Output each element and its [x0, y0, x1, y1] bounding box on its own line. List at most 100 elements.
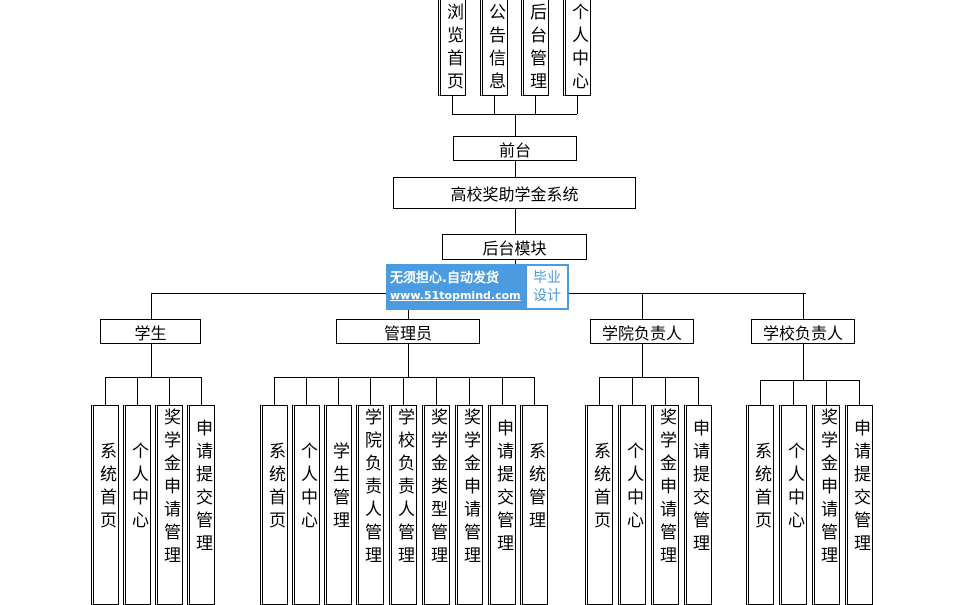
connector-line	[859, 380, 860, 405]
module-node: 系统首页	[746, 405, 774, 605]
connector-line	[105, 377, 202, 378]
module-node: 个人中心	[618, 405, 646, 605]
watermark: 无须担心.自动发货 www.51topmind.com 毕业 设计	[386, 264, 569, 310]
watermark-line1: 无须担心.自动发货	[390, 271, 499, 286]
connector-line	[137, 377, 138, 405]
connector-line	[274, 377, 535, 378]
module-label: 学院负责人管理	[361, 407, 381, 569]
role-label: 管理员	[383, 323, 432, 343]
module-node: 系统首页	[585, 405, 613, 605]
connector-line	[534, 377, 535, 405]
module-node: 奖学金申请管理	[651, 405, 679, 605]
module-node: 奖学金申请管理	[155, 405, 183, 605]
module-label: 浏览首页	[443, 3, 463, 95]
role-label: 学生	[134, 323, 167, 343]
connector-line	[306, 377, 307, 405]
watermark-url: www.51topmind.com	[390, 289, 521, 302]
connector-line	[760, 380, 860, 381]
connector-line	[151, 293, 152, 319]
module-node: 奖学金申请管理	[812, 405, 840, 605]
module-node: 系统管理	[520, 405, 548, 605]
module-node: 个人中心	[123, 405, 151, 605]
module-node: 奖学金类型管理	[422, 405, 450, 605]
connector-line	[665, 377, 666, 405]
connector-line	[452, 114, 577, 115]
frontend-label: 前台	[498, 140, 531, 160]
connector-line	[494, 96, 495, 114]
connector-line	[169, 377, 170, 405]
module-label: 奖学金申请管理	[460, 407, 480, 569]
connector-line	[403, 377, 404, 405]
module-node: 奖学金申请管理	[455, 405, 483, 605]
connector-line	[408, 344, 409, 377]
role-node: 管理员	[336, 319, 480, 344]
module-node: 学生管理	[324, 405, 352, 605]
role-label: 学院负责人	[601, 323, 682, 343]
module-label: 个人中心	[623, 442, 643, 534]
connector-line	[502, 377, 503, 405]
module-label: 申请提交管理	[689, 419, 709, 557]
connector-line	[338, 377, 339, 405]
role-node: 学校负责人	[751, 319, 855, 344]
connector-line	[370, 377, 371, 405]
module-label: 学生管理	[329, 442, 349, 534]
connector-line	[515, 114, 516, 136]
connector-line	[452, 96, 453, 114]
module-label: 奖学金申请管理	[160, 407, 180, 569]
module-label: 申请提交管理	[192, 419, 212, 557]
module-node: 个人中心	[779, 405, 807, 605]
module-label: 奖学金申请管理	[817, 407, 837, 569]
backend-label: 后台模块	[482, 239, 547, 258]
connector-line	[803, 293, 804, 319]
module-label: 系统首页	[590, 442, 610, 534]
module-node: 公告信息	[480, 0, 508, 96]
watermark-badge: 毕业 设计	[527, 266, 567, 308]
connector-line	[632, 377, 633, 405]
module-label: 个人中心	[568, 3, 588, 95]
connector-line	[436, 377, 437, 405]
role-node: 学生	[100, 319, 201, 344]
backend-node: 后台模块	[442, 234, 587, 260]
module-node: 申请提交管理	[488, 405, 516, 605]
module-node: 申请提交管理	[684, 405, 712, 605]
module-label: 个人中心	[784, 442, 804, 534]
connector-line	[599, 377, 699, 378]
module-node: 后台管理	[521, 0, 549, 96]
system-title: 高校奖助学金系统	[450, 185, 579, 204]
module-node: 系统首页	[91, 405, 119, 605]
connector-line	[698, 377, 699, 405]
connector-line	[515, 161, 516, 177]
connector-line	[151, 344, 152, 377]
connector-line	[642, 293, 643, 319]
role-node: 学院负责人	[590, 319, 694, 344]
connector-line	[826, 380, 827, 405]
module-node: 学院负责人管理	[356, 405, 384, 605]
module-label: 系统首页	[96, 442, 116, 534]
connector-line	[201, 377, 202, 405]
module-label: 奖学金申请管理	[656, 407, 676, 569]
module-label: 系统管理	[525, 442, 545, 534]
module-node: 浏览首页	[438, 0, 466, 96]
module-label: 后台管理	[526, 3, 546, 95]
module-node: 申请提交管理	[187, 405, 215, 605]
connector-line	[577, 96, 578, 114]
connector-line	[793, 380, 794, 405]
role-label: 学校负责人	[762, 323, 843, 343]
module-node: 个人中心	[563, 0, 591, 96]
module-label: 个人中心	[128, 442, 148, 534]
connector-line	[105, 377, 106, 405]
system-title-node: 高校奖助学金系统	[393, 177, 636, 209]
badge-line2: 设计	[533, 288, 561, 304]
module-node: 系统首页	[260, 405, 288, 605]
connector-line	[535, 96, 536, 114]
badge-line1: 毕业	[533, 270, 561, 286]
module-label: 公告信息	[485, 3, 505, 95]
connector-line	[760, 380, 761, 405]
module-label: 学校负责人管理	[394, 407, 414, 569]
frontend-node: 前台	[453, 136, 577, 161]
connector-line	[515, 209, 516, 234]
connector-line	[274, 377, 275, 405]
connector-line	[642, 344, 643, 377]
module-label: 申请提交管理	[850, 419, 870, 557]
module-label: 系统首页	[751, 442, 771, 534]
